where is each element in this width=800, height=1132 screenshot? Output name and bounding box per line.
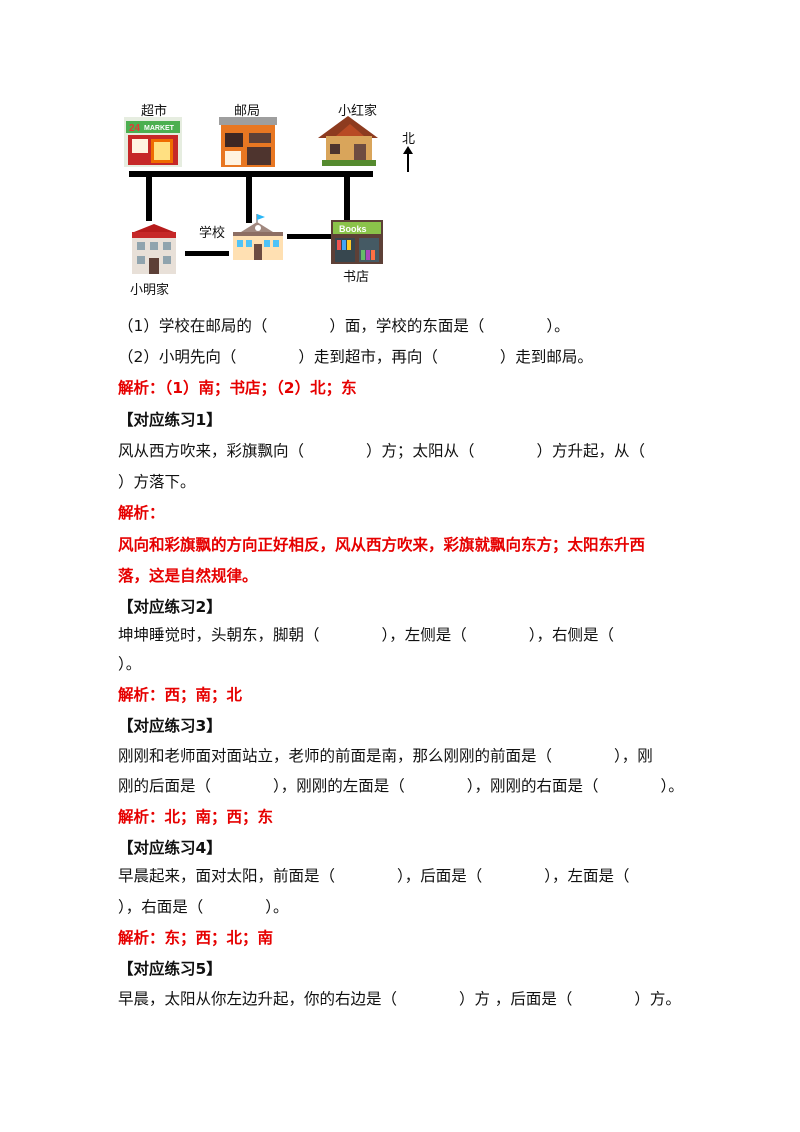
exercise-2-line-2: ）。	[118, 655, 142, 673]
main-road	[129, 171, 373, 177]
exercise-3-line-1: 刚刚和老师面对面站立，老师的前面是南，那么刚刚的前面是（ ），刚	[118, 747, 653, 765]
post-office-icon	[219, 117, 277, 167]
answer-0: 解析：（1）南；书店；（2）北；东	[118, 379, 357, 397]
exercise-3-line-2: 刚的后面是（ ），刚刚的左面是（ ），刚刚的右面是（ ）。	[118, 777, 684, 795]
exercise-4-line-2: ），右面是（ ）。	[118, 898, 289, 916]
svg-text:Books: Books	[339, 224, 367, 234]
xiaohong-home-label: 小红家	[338, 104, 378, 119]
exercise-1-answer-label: 解析：	[118, 504, 165, 522]
north-arrow-icon	[403, 146, 413, 172]
post-office-label: 邮局	[234, 104, 261, 119]
exercise-1-title: 【对应练习1】	[118, 411, 222, 429]
exercise-1-answer-line-2: 落，这是自然规律。	[118, 567, 258, 585]
exercise-4-line-1: 早晨起来，面对太阳，前面是（ ），后面是（ ），左面是（	[118, 867, 630, 885]
exercise-4-title: 【对应练习4】	[118, 839, 222, 857]
exercise-2-title: 【对应练习2】	[118, 598, 222, 616]
svg-text:24: 24	[129, 123, 141, 134]
supermarket-label: 超市	[141, 104, 168, 119]
road-to-bookstore	[344, 177, 350, 220]
supermarket-icon: 24 MARKET	[124, 117, 182, 167]
exercise-1-line-2: ）方落下。	[118, 473, 196, 491]
exercise-3-answer: 解析：北；南；西；东	[118, 808, 274, 826]
xiaoming-home-label: 小明家	[130, 283, 170, 298]
question-2: （2）小明先向（ ）走到超市，再向（ ）走到邮局。	[118, 348, 593, 366]
exercise-2-line-1: 坤坤睡觉时，头朝东，脚朝（ ），左侧是（ ），右侧是（	[118, 626, 615, 644]
xiaohong-home-icon	[318, 116, 378, 166]
exercise-1-answer-line-1: 风向和彩旗飘的方向正好相反，风从西方吹来，彩旗就飘向东方；太阳东升西	[118, 536, 646, 554]
north-label: 北	[402, 132, 416, 147]
question-1: （1）学校在邮局的（ ）面，学校的东面是（ ）。	[118, 317, 570, 335]
exercise-5-line-1: 早晨，太阳从你左边升起，你的右边是（ ）方 ，后面是（ ）方。	[118, 990, 681, 1008]
exercise-1-line-1: 风从西方吹来，彩旗飘向（ ）方；太阳从（ ）方升起，从（	[118, 442, 646, 460]
road-to-school	[246, 177, 252, 223]
exercise-3-title: 【对应练习3】	[118, 717, 222, 735]
exercise-5-title: 【对应练习5】	[118, 960, 222, 978]
exercise-4-answer: 解析：东；西；北；南	[118, 929, 274, 947]
school-icon	[233, 214, 283, 260]
bookstore-icon: Books	[331, 220, 383, 264]
direction-map: 超市 邮局 小红家 北 学校 小明家 书店 24 MARKET	[0, 0, 800, 310]
xiaoming-home-icon	[132, 224, 176, 274]
road-school-bookstore	[287, 234, 331, 239]
school-label: 学校	[199, 226, 226, 241]
road-to-xiaoming	[146, 177, 152, 221]
bookstore-label: 书店	[343, 270, 370, 285]
road-xiaoming-school	[185, 251, 229, 256]
exercise-2-answer: 解析：西；南；北	[118, 686, 243, 704]
svg-text:MARKET: MARKET	[144, 125, 175, 132]
